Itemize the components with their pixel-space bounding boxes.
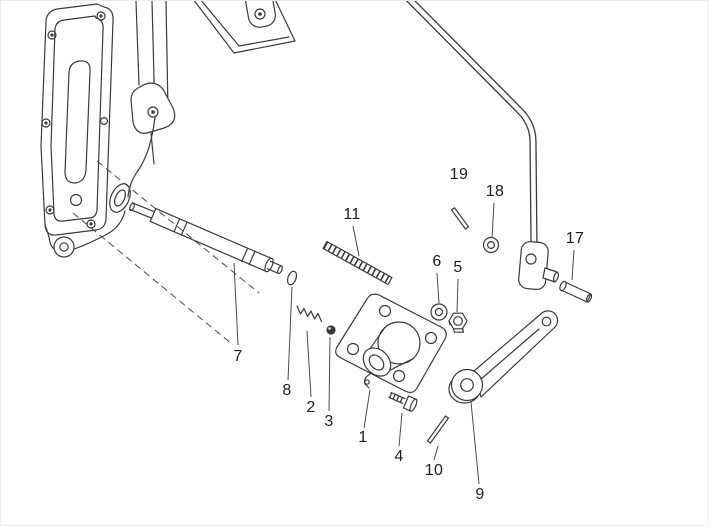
ball-3 (326, 325, 336, 335)
engine-block (40, 1, 176, 258)
callout-7: 7 (233, 348, 243, 365)
stud-11 (322, 240, 393, 286)
leader-lines (233, 202, 575, 485)
spring-2 (296, 305, 323, 323)
shaft-7 (129, 202, 283, 275)
callout-3: 3 (324, 413, 334, 430)
callout-19: 19 (449, 166, 469, 183)
callout-11: 11 (343, 206, 361, 223)
washer-6 (430, 303, 448, 321)
top-cover-plate (193, 1, 296, 54)
callout-9: 9 (475, 486, 485, 503)
shift-rod (405, 1, 538, 245)
callout-1: 1 (358, 429, 368, 446)
oring-8 (286, 270, 298, 286)
rod-link (518, 241, 559, 290)
callout-18: 18 (485, 183, 505, 200)
center-lines (72, 160, 260, 346)
pin-19 (450, 207, 470, 230)
flange-bracket-1 (335, 293, 447, 394)
callout-2: 2 (306, 399, 316, 416)
nut-5 (448, 312, 468, 333)
callout-6: 6 (432, 253, 442, 270)
callout-4: 4 (394, 448, 404, 465)
callout-10: 10 (424, 462, 444, 479)
bolt-4 (388, 392, 418, 412)
washer-18 (482, 236, 500, 254)
pin-17 (559, 280, 593, 303)
callout-17: 17 (565, 230, 585, 247)
callout-8: 8 (282, 382, 292, 399)
pin-10 (426, 415, 450, 444)
arm-9 (448, 310, 559, 404)
callout-5: 5 (453, 259, 463, 276)
